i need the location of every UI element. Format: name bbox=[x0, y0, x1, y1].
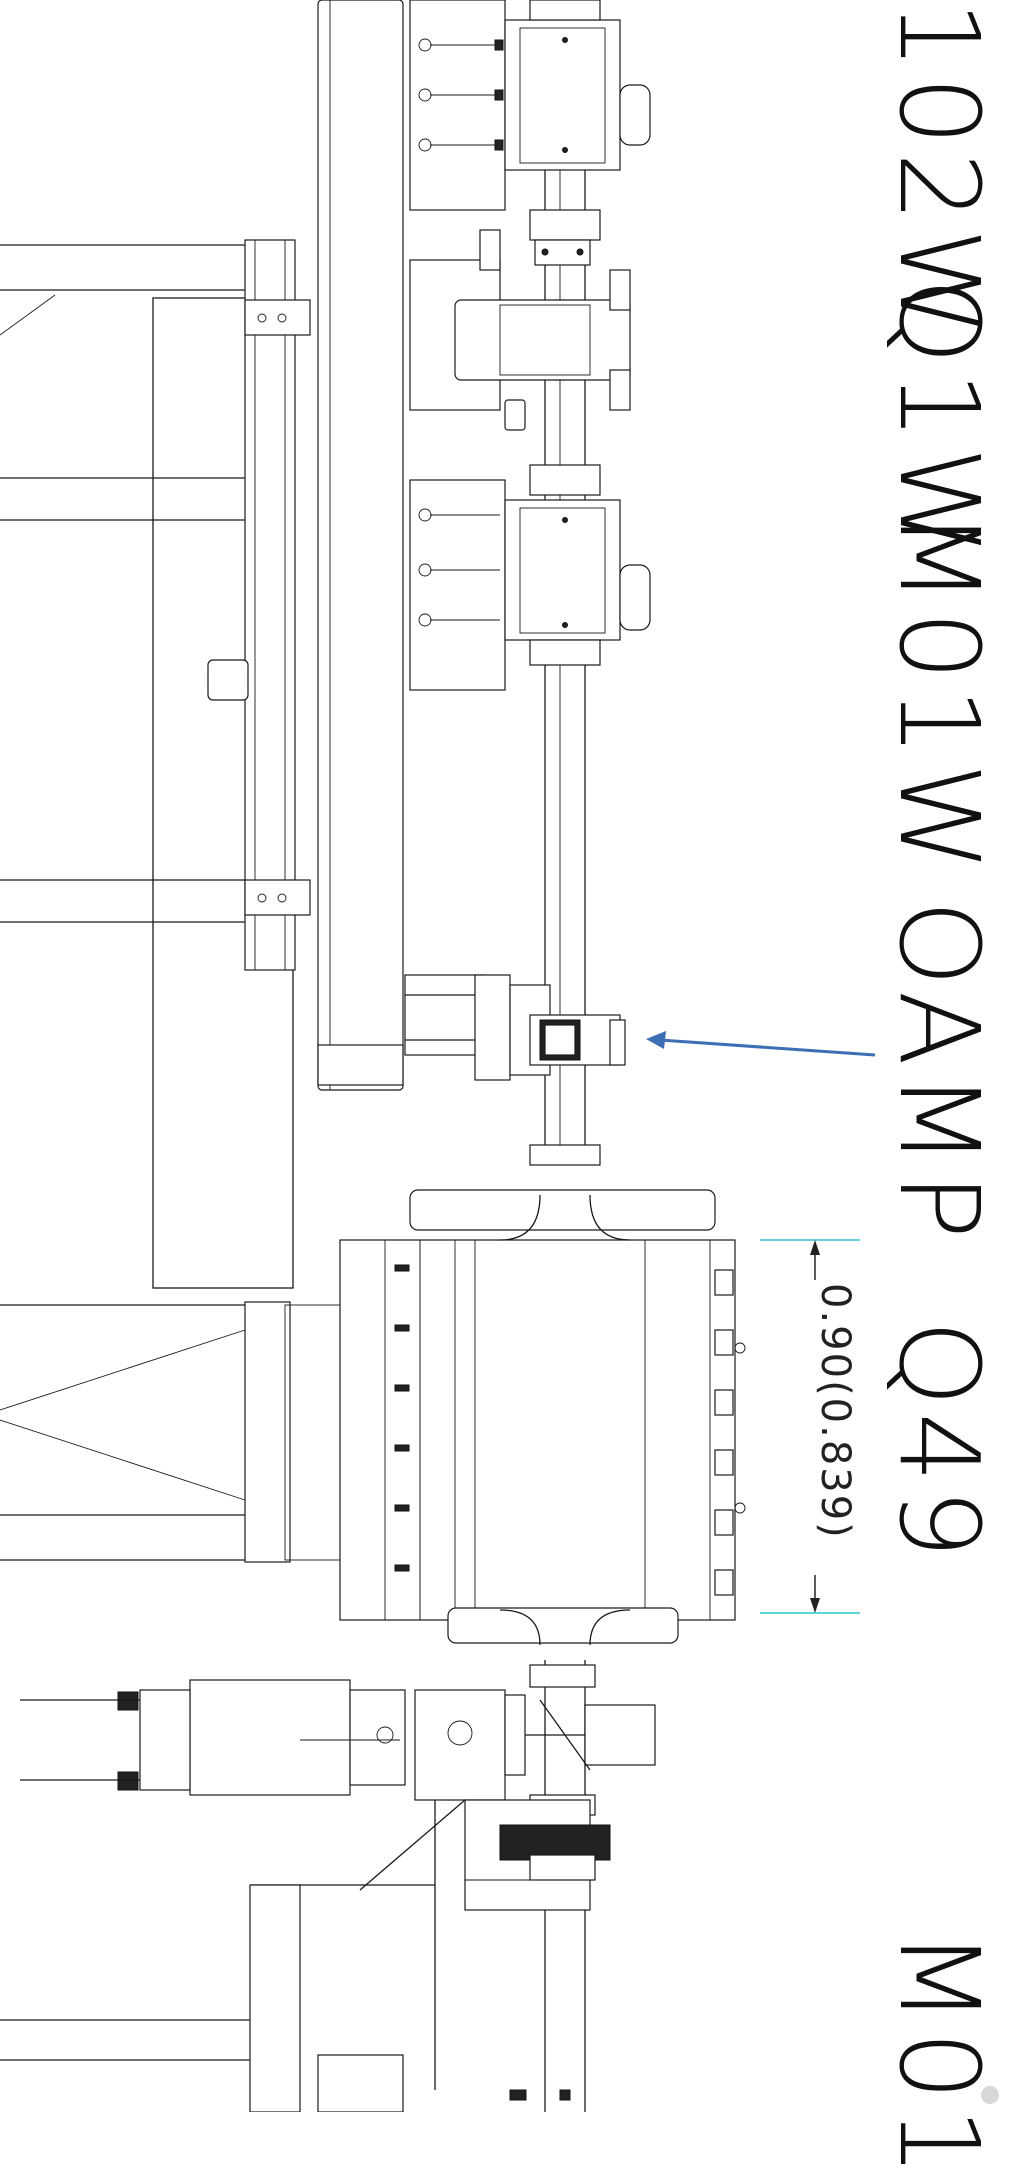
drawing-canvas bbox=[0, 0, 999, 2112]
label-element-5: Q49 bbox=[875, 1320, 1003, 1565]
label-element-3: M01W bbox=[875, 510, 1003, 878]
lower-assembly bbox=[0, 1664, 656, 2112]
element-q1w bbox=[409, 229, 631, 431]
quadrupole-q49 bbox=[339, 1189, 746, 1646]
magnet-102w bbox=[409, 0, 651, 241]
dimension-label: 0.90(0.839) bbox=[812, 1283, 858, 1540]
magnet-m01w bbox=[409, 464, 651, 691]
dimension-markers bbox=[760, 1239, 860, 1614]
girder-beam bbox=[317, 0, 404, 1091]
label-element-4: OAMP bbox=[875, 900, 1003, 1246]
support-frame bbox=[0, 239, 341, 1563]
element-oamp bbox=[404, 974, 626, 1166]
corner-logo-icon bbox=[981, 2086, 999, 2104]
label-element-6: M01 bbox=[875, 1930, 1003, 2183]
pointer-arrow bbox=[646, 1031, 876, 1057]
